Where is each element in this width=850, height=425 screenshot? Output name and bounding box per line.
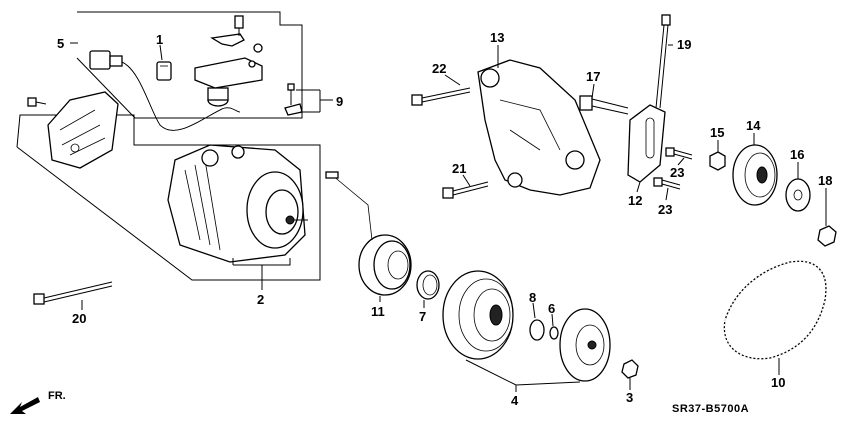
callout-6[interactable]: 6 <box>548 301 555 316</box>
harness-group-outline <box>76 11 303 119</box>
callout-7[interactable]: 7 <box>419 309 426 324</box>
front-arrow-icon <box>10 397 40 414</box>
nut-18[interactable] <box>817 225 837 247</box>
callout-3[interactable]: 3 <box>626 390 633 405</box>
callout-13[interactable]: 13 <box>490 30 504 45</box>
front-direction-indicator: FR. <box>10 390 66 414</box>
shield-bolt[interactable] <box>27 97 47 107</box>
bolt-23b[interactable] <box>653 177 681 190</box>
callout-1[interactable]: 1 <box>156 32 163 47</box>
ac-compressor[interactable] <box>167 144 308 263</box>
nut-15[interactable] <box>709 151 726 171</box>
long-bolt[interactable] <box>33 281 113 305</box>
washer-16[interactable] <box>785 178 811 212</box>
compressor-group-outline <box>16 114 321 281</box>
drive-belt[interactable] <box>723 260 827 360</box>
leader-lines <box>70 42 827 392</box>
callout-16[interactable]: 16 <box>790 147 804 162</box>
compressor-bracket[interactable] <box>477 59 601 196</box>
snap-ring[interactable] <box>416 270 440 300</box>
harness-bracket[interactable] <box>194 15 263 89</box>
callout-14[interactable]: 14 <box>746 118 761 133</box>
callout-21[interactable]: 21 <box>452 161 466 176</box>
callout-labels: 5 1 9 2 20 11 7 4 8 6 3 10 13 22 21 17 1… <box>57 30 832 408</box>
bolt-set[interactable] <box>284 83 303 116</box>
callout-23a[interactable]: 23 <box>670 165 684 180</box>
callout-20[interactable]: 20 <box>72 311 86 326</box>
callout-9[interactable]: 9 <box>336 94 343 109</box>
callout-22[interactable]: 22 <box>432 61 446 76</box>
clutch-pulley[interactable] <box>442 270 514 360</box>
idler-pulley[interactable] <box>732 144 778 206</box>
callout-18[interactable]: 18 <box>818 173 832 188</box>
bolt-17[interactable] <box>579 95 629 115</box>
harness-clip[interactable] <box>156 61 172 81</box>
wire-harness[interactable] <box>89 50 241 131</box>
callout-11[interactable]: 11 <box>371 304 385 319</box>
shim-8[interactable] <box>529 319 545 341</box>
callout-4[interactable]: 4 <box>511 393 519 408</box>
direction-label: FR. <box>48 390 66 402</box>
adjusting-bolt[interactable] <box>655 14 671 109</box>
callout-12[interactable]: 12 <box>628 193 642 208</box>
diagram-code: SR37-B5700A <box>672 403 749 415</box>
bolt-23a[interactable] <box>665 147 693 160</box>
idler-bracket[interactable] <box>627 104 666 183</box>
bolt-21[interactable] <box>442 181 489 199</box>
field-coil[interactable] <box>325 171 412 296</box>
callout-19[interactable]: 19 <box>677 37 691 52</box>
bolt-22[interactable] <box>411 87 471 106</box>
callout-5[interactable]: 5 <box>57 36 64 51</box>
callout-10[interactable]: 10 <box>771 375 785 390</box>
callout-8[interactable]: 8 <box>529 290 536 305</box>
callout-17[interactable]: 17 <box>586 69 600 84</box>
clutch-nut[interactable] <box>621 359 639 379</box>
callout-23b[interactable]: 23 <box>658 202 672 217</box>
heat-shield[interactable] <box>47 91 119 169</box>
callout-2[interactable]: 2 <box>257 292 264 307</box>
callout-15[interactable]: 15 <box>710 125 724 140</box>
clutch-plate[interactable] <box>559 308 611 382</box>
shim-6[interactable] <box>549 326 559 340</box>
